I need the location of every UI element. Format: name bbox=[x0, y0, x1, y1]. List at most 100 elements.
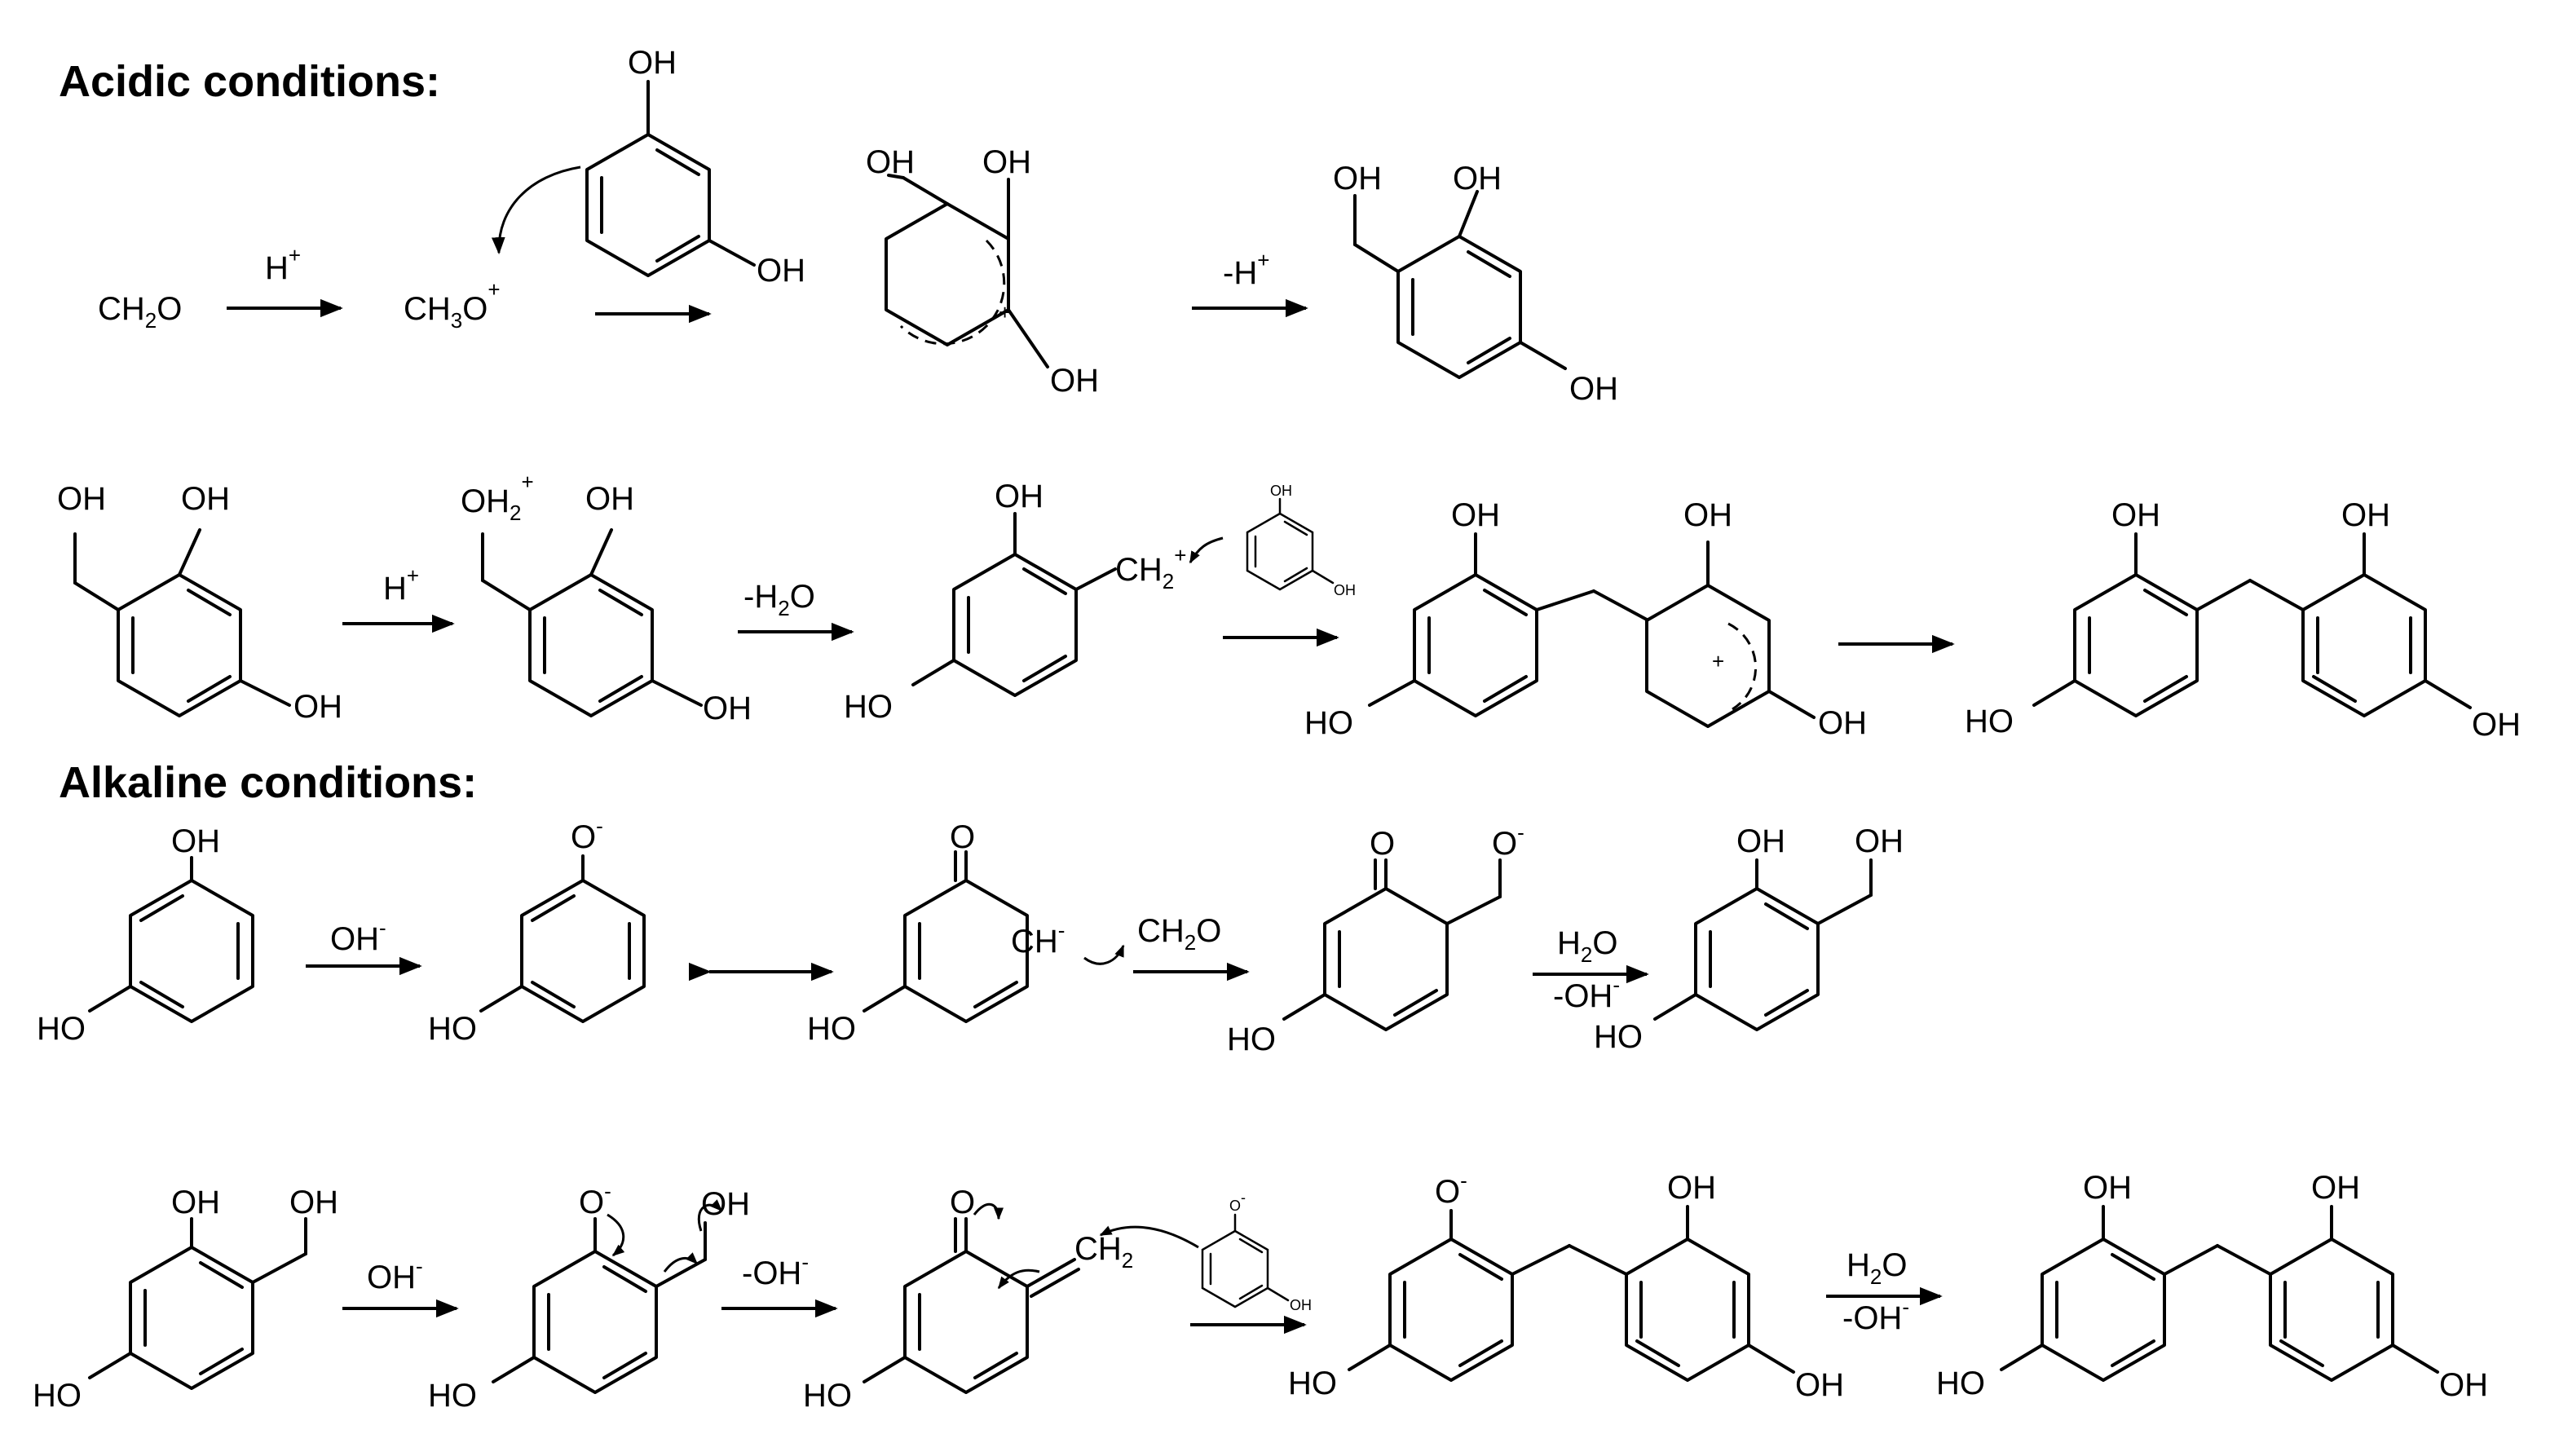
protonated-formaldehyde-label: CH3O+ bbox=[404, 277, 501, 333]
carbonyl-oxygen-label: O bbox=[1370, 826, 1395, 862]
catalyst-h-plus: H+ bbox=[265, 243, 301, 286]
hydroxyl-label: OH bbox=[1333, 161, 1382, 196]
svg-text:+: + bbox=[1712, 649, 1724, 673]
hydroxyl-label: OH bbox=[2311, 1170, 2360, 1206]
alkaline-step1: OH HO OH- O- HO O CH- HO CH2O bbox=[37, 814, 1904, 1057]
hydroxyl-label: OH bbox=[995, 479, 1043, 514]
hydroxyl-label: OH bbox=[1667, 1170, 1716, 1206]
curved-arrow bbox=[1189, 536, 1224, 564]
hydroxyl-label: HO bbox=[1304, 705, 1353, 741]
hydroxyl-label: OH bbox=[1855, 823, 1904, 859]
water-label: H2O bbox=[1846, 1247, 1907, 1289]
deprotonation-label: -H+ bbox=[1223, 248, 1269, 291]
hydroxymethyl-resorcinol: OH OH OH bbox=[1333, 161, 1618, 407]
carbonyl-oxygen-label: O bbox=[950, 1185, 975, 1220]
resorcinol-molecule: OH OH bbox=[585, 45, 805, 289]
carbanion-resonance: O CH- HO bbox=[807, 819, 1065, 1047]
hydroxyl-label: OH bbox=[2111, 497, 2160, 533]
dehydration-label: -H2O bbox=[743, 579, 815, 620]
wheland-cation: + OH OH OH bbox=[866, 144, 1099, 399]
hydroxyl-label: OH bbox=[171, 1185, 220, 1220]
hydroxyl-label: HO bbox=[37, 1011, 86, 1047]
hydroxyl-label: OH bbox=[1818, 705, 1867, 741]
base-label: OH- bbox=[367, 1254, 423, 1295]
alkoxide-adduct: O O- HO bbox=[1227, 820, 1524, 1057]
hydroxide-loss-label: -OH- bbox=[1553, 973, 1620, 1014]
methylene-bridged-dimer: OH OH HO OH bbox=[1965, 497, 2521, 743]
curved-arrow bbox=[491, 165, 581, 255]
hydroxyl-label: OH bbox=[866, 144, 915, 180]
oxide-label: O- bbox=[1492, 820, 1524, 862]
hydroxyl-label: HO bbox=[844, 689, 893, 725]
hydroxymethyl-resorcinol: OH OH HO bbox=[1594, 823, 1904, 1055]
hydroxyl-label: OH bbox=[982, 144, 1031, 180]
hydroxyl-label: OH bbox=[181, 481, 230, 517]
hydroxyl-label: OH bbox=[1683, 497, 1732, 533]
hydroxide-loss-label: -OH- bbox=[1842, 1295, 1909, 1336]
benzylic-carbocation: OH CH2+ HO bbox=[844, 479, 1186, 725]
hydroxyl-label: OH bbox=[171, 823, 220, 859]
hydroxyl-label: HO bbox=[1936, 1366, 1985, 1401]
svg-text:+: + bbox=[999, 300, 1011, 324]
curved-arrow bbox=[1083, 944, 1125, 965]
oxide-label: O- bbox=[571, 814, 603, 855]
hydroxyl-label: HO bbox=[1288, 1366, 1337, 1401]
curved-arrow bbox=[697, 1199, 723, 1232]
hydroxyl-label: HO bbox=[807, 1011, 856, 1047]
hydroxymethyl-resorcinol: OH OH OH bbox=[57, 481, 342, 725]
hydroxymethyl-resorcinol: OH OH HO bbox=[33, 1185, 338, 1414]
dimer-phenoxide: O- OH HO OH bbox=[1288, 1168, 1844, 1403]
alkaline-header: Alkaline conditions: bbox=[59, 758, 477, 807]
hydroxyl-label: OH bbox=[703, 690, 752, 726]
hydroxyl-label: OH bbox=[1290, 1297, 1312, 1313]
hydroxyl-label: HO bbox=[33, 1378, 82, 1414]
hydroxymethyl-phenoxide: O- OH HO bbox=[428, 1179, 750, 1414]
small-resorcinol: OH OH bbox=[1246, 483, 1356, 598]
resorcinol-molecule: OH HO bbox=[37, 823, 254, 1047]
hydroxyl-label: OH bbox=[1334, 582, 1356, 598]
hydroxyl-label: OH bbox=[628, 45, 677, 81]
hydroxyl-label: OH bbox=[2083, 1170, 2132, 1206]
acidic-step2: OH OH OH H+ OH2+ OH OH -H2O bbox=[57, 470, 2521, 743]
hydroxyl-label: HO bbox=[1965, 704, 2014, 739]
carbanion-label: CH- bbox=[1011, 918, 1065, 960]
curved-arrow bbox=[663, 1252, 699, 1273]
hydroxyl-label: OH bbox=[289, 1185, 338, 1220]
ch2-cation-label: CH2+ bbox=[1115, 543, 1186, 593]
catalyst-h-plus: H+ bbox=[383, 563, 419, 607]
hydroxyl-label: OH bbox=[1270, 483, 1292, 499]
oxonium-intermediate: OH2+ OH OH bbox=[461, 470, 752, 726]
curved-arrow bbox=[1099, 1225, 1199, 1249]
hydroxyl-label: OH bbox=[701, 1186, 750, 1222]
hydroxide-loss-label: -OH- bbox=[742, 1250, 809, 1291]
hydroxyl-label: OH bbox=[2472, 707, 2521, 743]
formaldehyde-label: CH2O bbox=[98, 291, 182, 333]
hydroxyl-label: HO bbox=[428, 1011, 477, 1047]
carbonyl-oxygen-label: O bbox=[950, 819, 975, 855]
water-label: H2O bbox=[1557, 925, 1617, 967]
curved-arrow bbox=[997, 1268, 1040, 1290]
curved-arrow bbox=[607, 1213, 625, 1257]
quinone-methide: O CH2 HO bbox=[803, 1185, 1133, 1414]
hydroxyl-label: OH bbox=[1451, 497, 1500, 533]
hydroxyl-label: OH bbox=[1795, 1367, 1844, 1403]
oxide-label: O- bbox=[1229, 1189, 1246, 1214]
hydroxyl-label: OH bbox=[2439, 1367, 2488, 1403]
methylene-label: CH2 bbox=[1074, 1231, 1133, 1273]
phenoxide: O- HO bbox=[428, 814, 646, 1047]
alkaline-step2: OH OH HO OH- O- OH HO -OH- bbox=[33, 1168, 2488, 1414]
acidic-header: Acidic conditions: bbox=[59, 57, 440, 106]
hydroxyl-label: OH bbox=[585, 481, 634, 517]
oxide-label: O- bbox=[1435, 1168, 1467, 1210]
dimer-cation: + OH OH HO OH bbox=[1304, 497, 1867, 741]
hydroxyl-label: HO bbox=[1594, 1019, 1643, 1055]
hydroxyl-label: OH bbox=[293, 689, 342, 725]
small-phenoxide: O- OH bbox=[1201, 1189, 1312, 1313]
curved-arrow bbox=[973, 1203, 1004, 1220]
hydroxyl-label: OH bbox=[57, 481, 106, 517]
methylene-bridged-dimer: OH OH HO OH bbox=[1936, 1170, 2488, 1403]
hydroxyl-label: HO bbox=[428, 1378, 477, 1414]
hydroxyl-label: OH bbox=[1736, 823, 1785, 859]
base-label: OH- bbox=[330, 916, 386, 957]
